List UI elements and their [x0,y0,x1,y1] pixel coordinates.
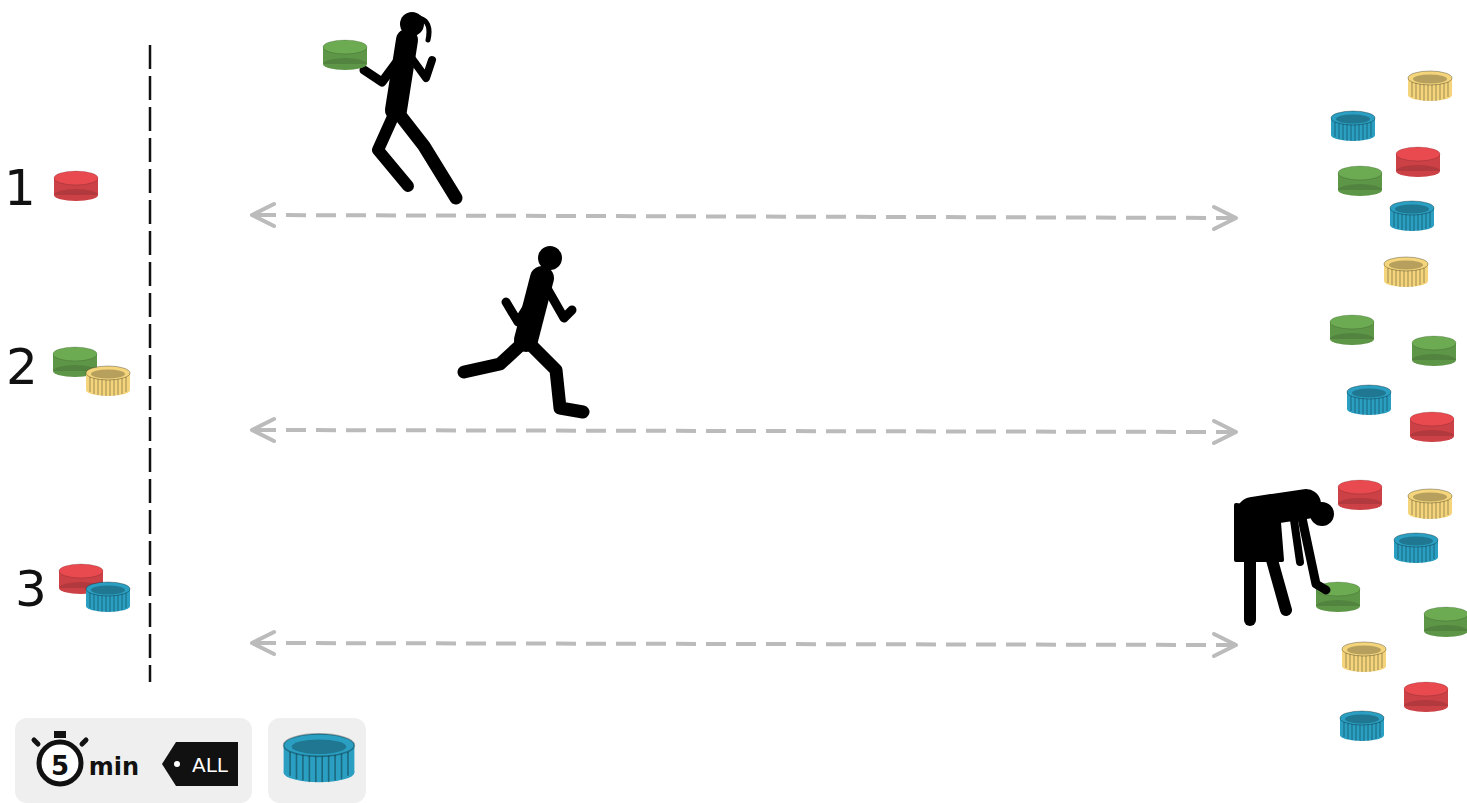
pile-caps [1316,71,1467,741]
group-tag: ALL [192,755,228,775]
runner-woman [364,12,456,198]
info-panel [15,718,252,803]
duration-unit: min [89,755,139,779]
equipment-panel [268,718,366,803]
lane-number: 2 [6,342,38,392]
runner-man [464,246,583,412]
bending-man [1236,502,1334,620]
lane-number: 3 [15,564,47,614]
stopwatch-icon [34,731,86,784]
start-line [149,45,152,682]
equipment-cap [284,734,355,782]
tag-hole [174,761,180,767]
duration-number: 5 [51,753,69,779]
tag-shape [162,742,238,786]
lane-arrows [256,215,1232,645]
start-caps [53,171,130,612]
carried-cap [323,40,367,70]
lane-number: 1 [4,163,36,213]
arrow-heads [252,204,1236,656]
